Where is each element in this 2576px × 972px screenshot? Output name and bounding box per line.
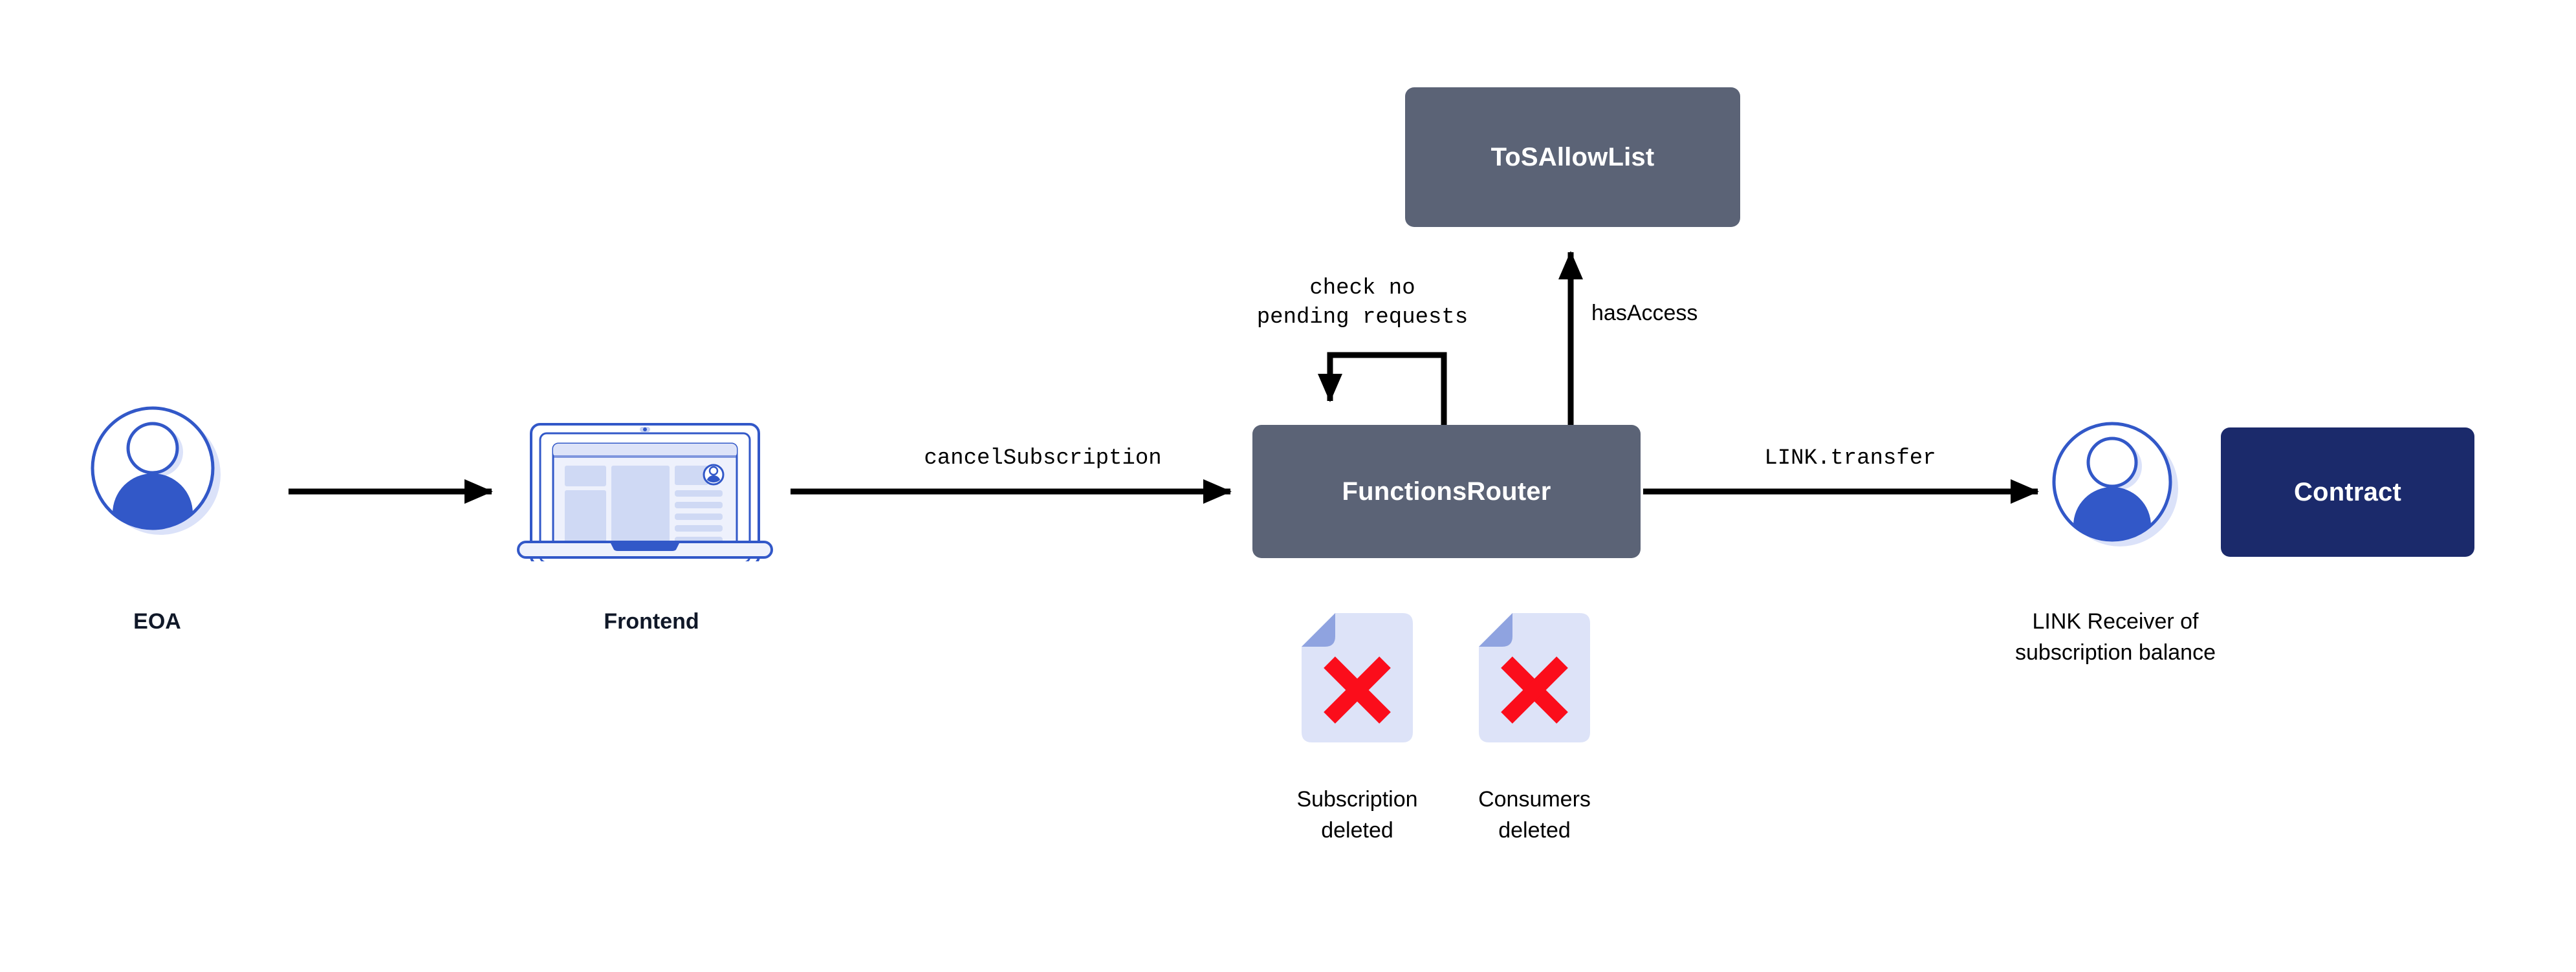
node-functions-router[interactable]: FunctionsRouter <box>1252 425 1641 558</box>
caption-frontend: Frontend <box>604 609 699 634</box>
caption-consumers-deleted-line1: Consumers <box>1478 787 1591 812</box>
edge-label-has-access: hasAccess <box>1591 301 1698 325</box>
caption-eoa: EOA <box>133 609 181 634</box>
caption-link-receiver-line2: subscription balance <box>2015 640 2216 665</box>
edge-label-check-no-pending-requests-line2: pending requests <box>1256 305 1468 330</box>
avatar-icon-link-receiver <box>2052 422 2178 546</box>
laptop-icon-frontend <box>517 423 773 561</box>
caption-subscription-deleted-line2: deleted <box>1321 818 1393 843</box>
edge-label-check-no-pending-requests-line1: check no <box>1309 276 1415 301</box>
caption-subscription-deleted-line1: Subscription <box>1296 787 1418 812</box>
edge-label-cancel-subscription: cancelSubscription <box>924 446 1162 471</box>
document-x-icon-subscription-deleted <box>1302 613 1413 742</box>
avatar-icon-eoa <box>91 406 221 535</box>
edge-label-link-transfer: LINK.transfer <box>1764 446 1936 471</box>
document-x-icon-consumers-deleted <box>1479 613 1590 742</box>
caption-link-receiver-line1: LINK Receiver of <box>2032 609 2199 634</box>
arrow-router-self-loop <box>1318 352 1447 425</box>
node-contract[interactable]: Contract <box>2221 427 2474 557</box>
node-tos-allow-list[interactable]: ToSAllowList <box>1405 87 1740 227</box>
node-label-contract: Contract <box>2293 477 2402 506</box>
caption-consumers-deleted-line2: deleted <box>1498 818 1571 843</box>
node-label-functions-router: FunctionsRouter <box>1342 477 1551 506</box>
node-label-tos-allow-list: ToSAllowList <box>1490 142 1655 171</box>
